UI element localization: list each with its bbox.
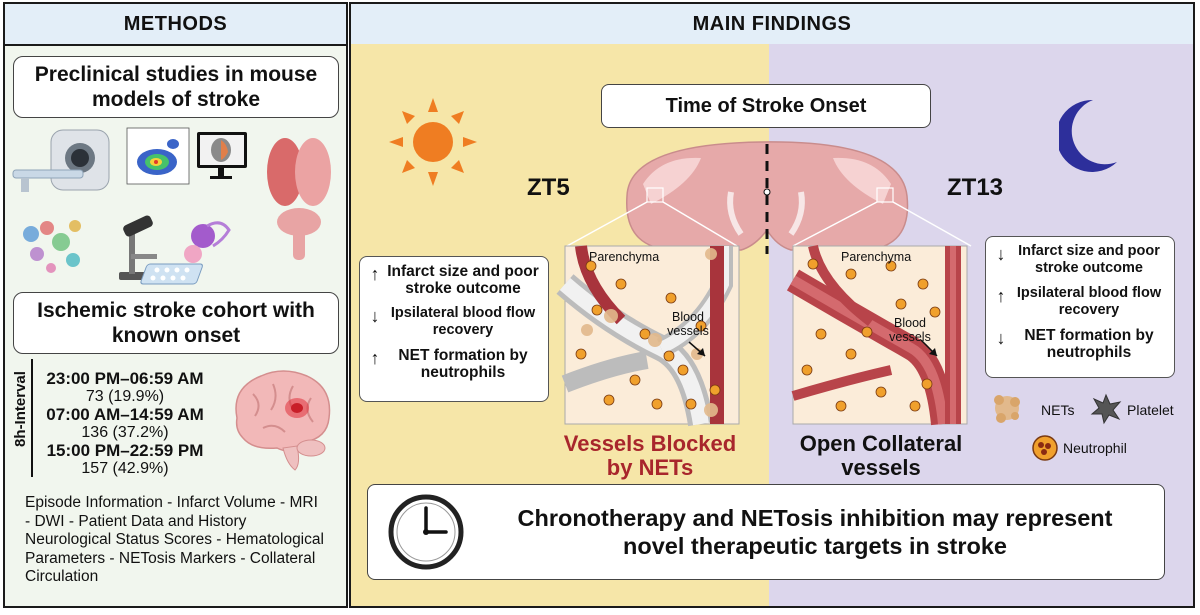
interval-count: 136 (37.2%) xyxy=(81,424,169,441)
interval-axis-label: 8h-Interval xyxy=(12,371,29,447)
finding-text: Infarct size and poor stroke outcome xyxy=(387,263,539,297)
blocked-vessels-caption: Vessels Blocked by NETs xyxy=(563,431,737,480)
preclinical-title-box: Preclinical studies in mouse models of s… xyxy=(13,56,339,118)
interval-range: 15:00 PM–22:59 PM xyxy=(46,441,204,460)
finding-row: ↑ Infarct size and poor stroke outcome xyxy=(366,263,542,297)
time-of-onset-box: Time of Stroke Onset xyxy=(601,84,931,128)
finding-text: Infarct size and poor stroke outcome xyxy=(1018,243,1160,276)
interval-count: 73 (19.9%) xyxy=(85,388,165,405)
findings-panel: MAIN FINDINGS Time of Stroke Onset xyxy=(349,2,1195,608)
methods-panel: METHODS Preclinical studies in mouse mod… xyxy=(3,2,348,608)
open-vessels-caption: Open Collateral vessels xyxy=(799,431,963,480)
right-findings-box: ↓ Infarct size and poor stroke outcome ↑… xyxy=(985,236,1175,378)
interval-item: 23:00 PM–06:59 AM 73 (19.9%) xyxy=(35,370,215,406)
interval-list: 23:00 PM–06:59 AM 73 (19.9%) 07:00 AM–14… xyxy=(35,370,215,478)
well-plate-icon xyxy=(140,263,203,285)
finding-text: Ipsilateral blood flow recovery xyxy=(390,305,536,338)
finding-row: ↓ NET formation by neutrophils xyxy=(992,327,1168,361)
interval-range: 07:00 AM–14:59 AM xyxy=(46,405,204,424)
parenchyma-label-left: Parenchyma xyxy=(589,250,660,264)
tsne-plot-icon xyxy=(23,220,81,273)
preclinical-illustrations xyxy=(12,127,331,285)
interval-count: 157 (42.9%) xyxy=(81,460,169,477)
left-findings-box: ↑ Infarct size and poor stroke outcome ↓… xyxy=(359,256,549,402)
finding-text: NET formation by neutrophils xyxy=(398,347,528,381)
interval-axis-line xyxy=(31,359,33,477)
sun-icon xyxy=(389,98,477,186)
down-arrow-icon: ↓ xyxy=(370,306,380,326)
time-of-onset-label: Time of Stroke Onset xyxy=(665,94,867,117)
finding-row: ↓ Infarct size and poor stroke outcome xyxy=(992,243,1168,277)
finding-text: Ipsilateral blood flow recovery xyxy=(1016,285,1162,318)
legend-neutrophil-label: Neutrophil xyxy=(1063,440,1127,456)
preclinical-title: Preclinical studies in mouse models of s… xyxy=(34,63,318,111)
finding-row: ↓ Ipsilateral blood flow recovery xyxy=(366,305,542,339)
up-arrow-icon: ↑ xyxy=(370,348,380,368)
human-brain-icon xyxy=(235,370,331,471)
mri-scanner-icon xyxy=(12,129,110,192)
variables-text: Episode Information - Infarct Volume - M… xyxy=(25,494,324,585)
blood-vessels-label-left: Blood vessels xyxy=(667,310,709,338)
conclusion-text: Chronotherapy and NETosis inhibition may… xyxy=(517,505,1113,559)
methods-header: METHODS xyxy=(5,4,346,46)
net-legend-icon xyxy=(994,395,1020,423)
finding-row: ↑ NET formation by neutrophils xyxy=(366,347,542,381)
monitor-brain-scan-icon xyxy=(197,132,247,179)
zt-left-label: ZT5 xyxy=(527,174,570,201)
down-arrow-icon: ↓ xyxy=(996,244,1006,264)
open-vessels-panel xyxy=(786,244,968,426)
flow-cytometry-plot-icon xyxy=(126,127,190,185)
cohort-title-box: Ischemic stroke cohort with known onset xyxy=(13,292,339,354)
neutrophil-net-icon xyxy=(184,221,231,263)
moon-icon xyxy=(1059,99,1117,172)
conclusion-box: Chronotherapy and NETosis inhibition may… xyxy=(367,484,1165,580)
blood-vessels-label-right: Blood vessels xyxy=(889,316,931,344)
down-arrow-icon: ↓ xyxy=(996,328,1006,348)
legend-platelet-label: Platelet xyxy=(1127,402,1174,418)
up-arrow-icon: ↑ xyxy=(370,264,380,284)
clock-icon xyxy=(388,494,464,570)
neutrophil-legend-icon xyxy=(1032,435,1058,461)
legend-nets-label: NETs xyxy=(1041,402,1075,418)
up-arrow-icon: ↑ xyxy=(996,286,1006,306)
interval-item: 07:00 AM–14:59 AM 136 (37.2%) xyxy=(35,406,215,442)
interval-item: 15:00 PM–22:59 PM 157 (42.9%) xyxy=(35,442,215,478)
finding-text: NET formation by neutrophils xyxy=(1024,327,1154,361)
zt-right-label: ZT13 xyxy=(947,174,1004,201)
blocked-vessels-panel xyxy=(556,245,740,427)
cohort-title: Ischemic stroke cohort with known onset xyxy=(37,299,315,347)
brain-section-illustration xyxy=(556,141,972,427)
interval-range: 23:00 PM–06:59 AM xyxy=(46,369,204,388)
finding-row: ↑ Ipsilateral blood flow recovery xyxy=(992,285,1168,319)
parenchyma-label-right: Parenchyma xyxy=(841,250,912,264)
platelet-legend-icon xyxy=(1090,393,1122,425)
mouse-brain-icon xyxy=(267,138,331,260)
findings-header: MAIN FINDINGS xyxy=(351,4,1193,46)
